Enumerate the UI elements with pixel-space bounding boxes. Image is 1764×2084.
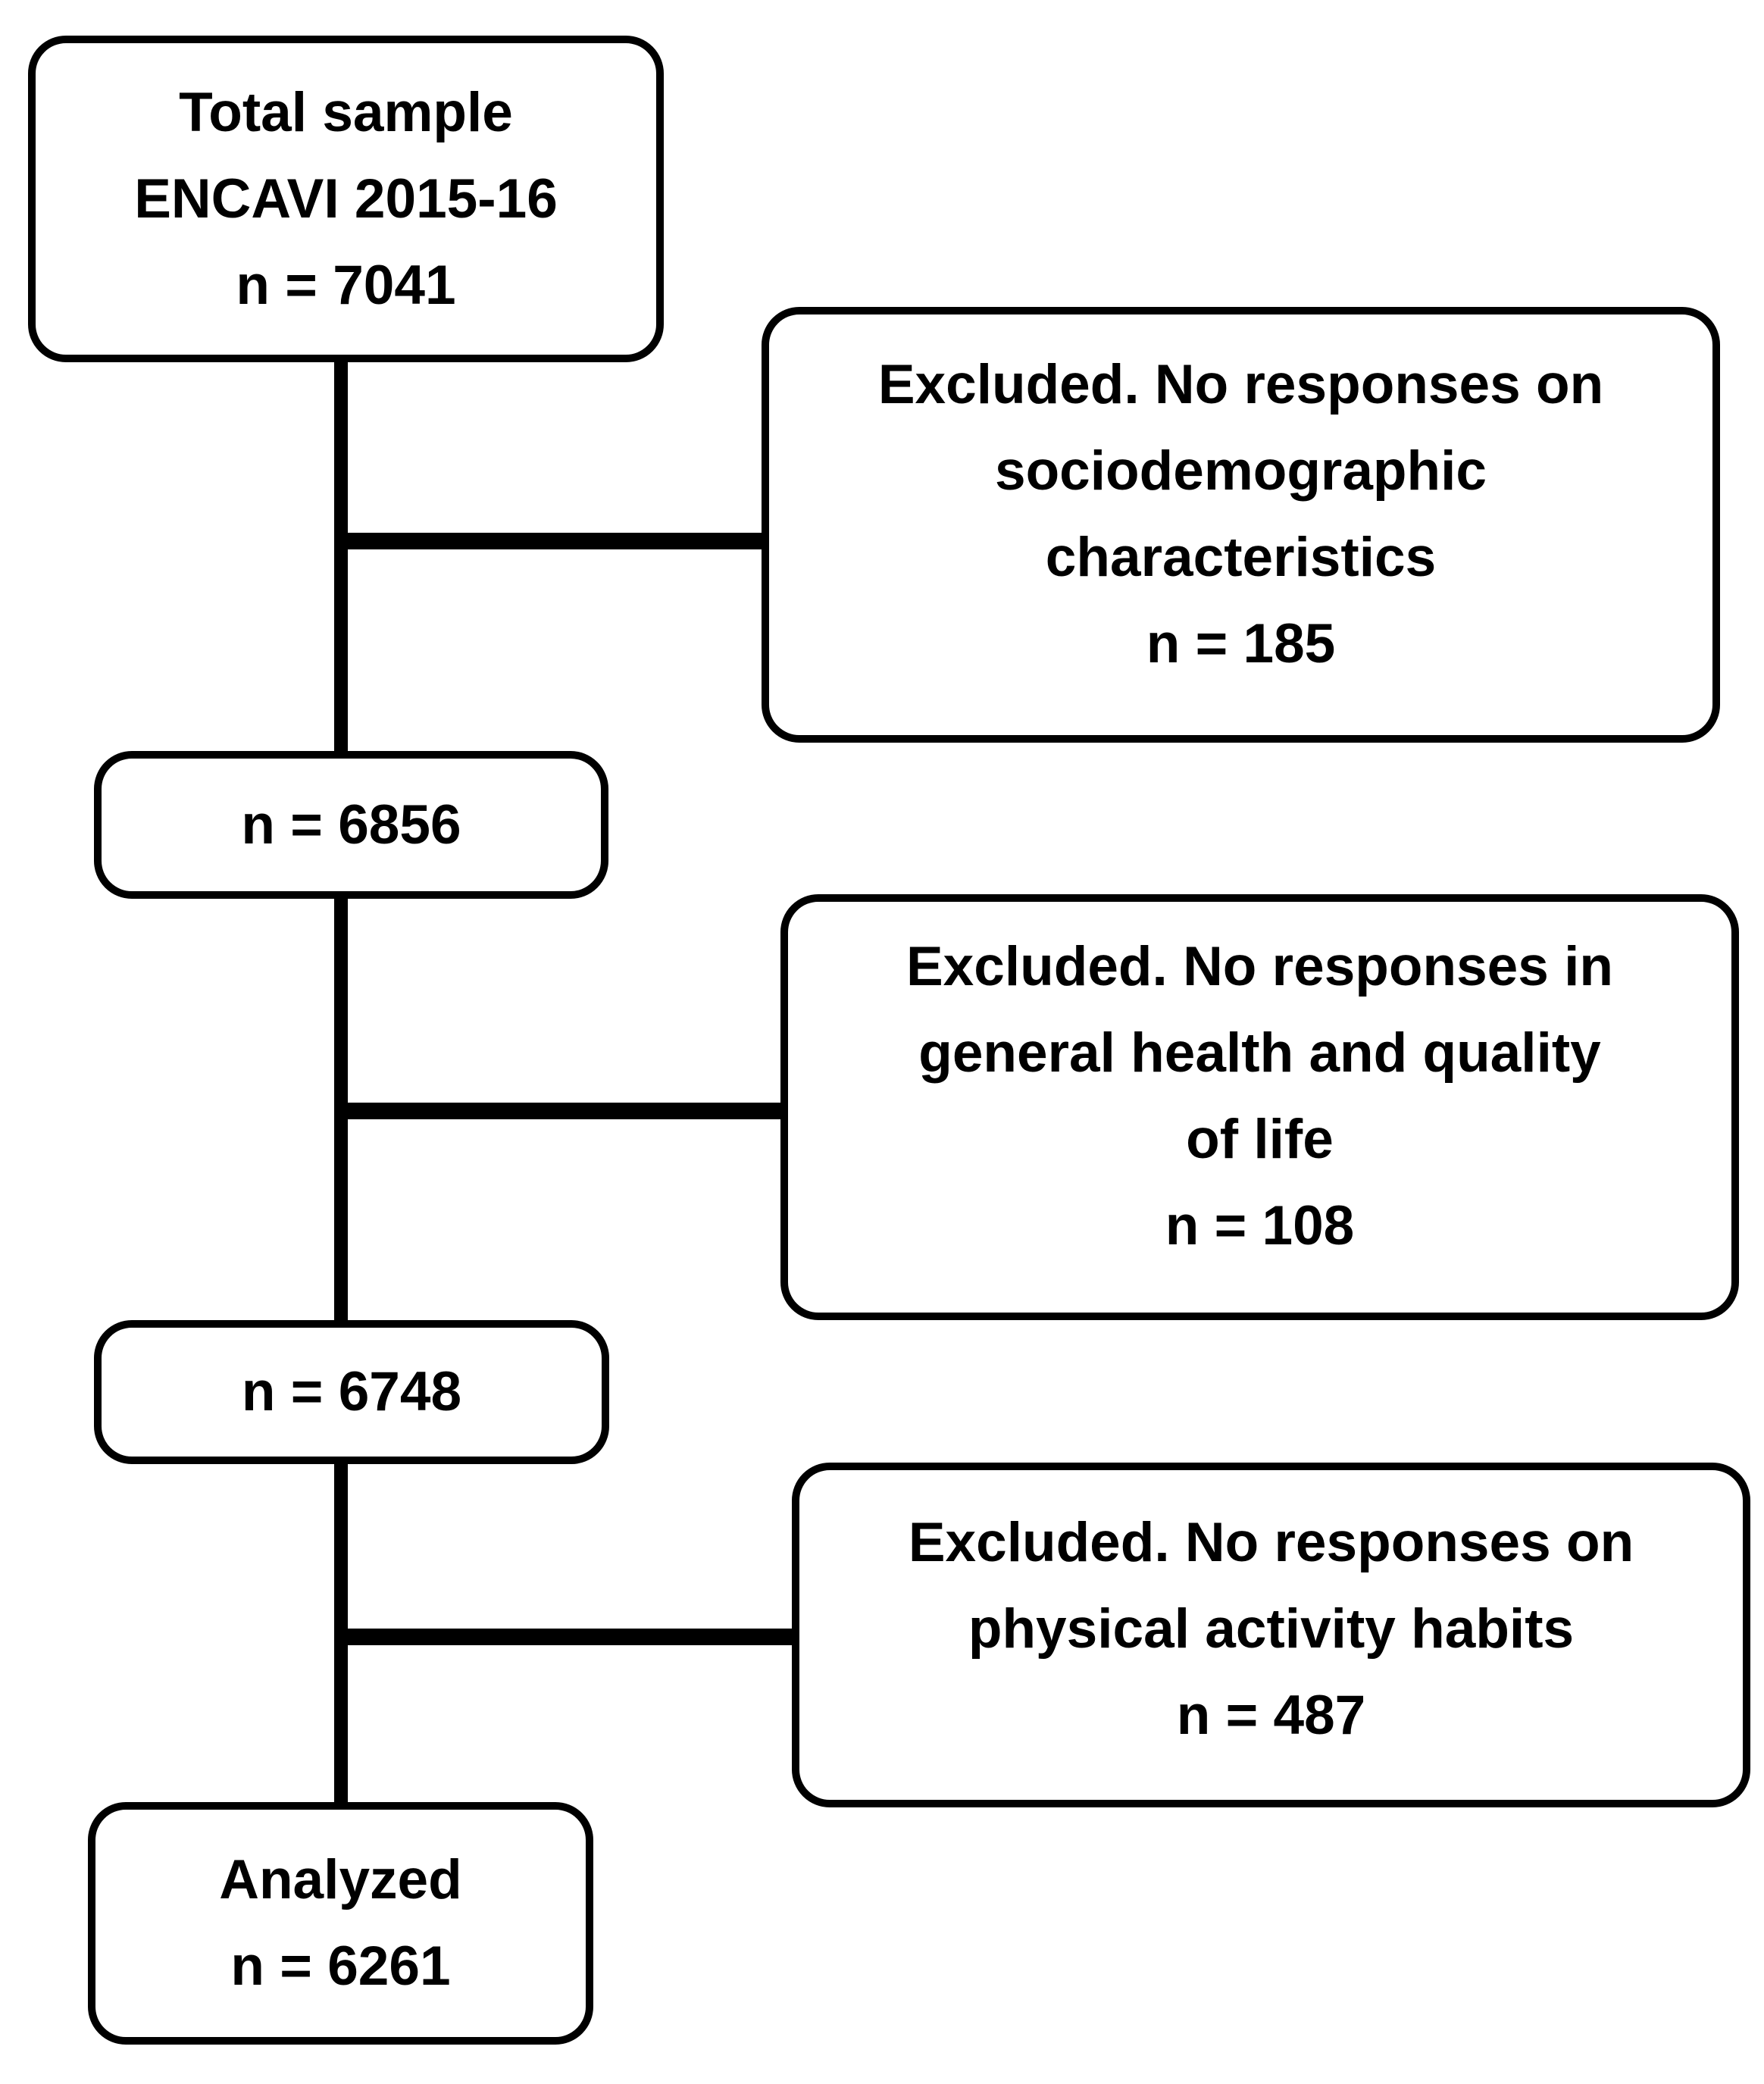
excluded-2-count: n = 108 — [1165, 1195, 1355, 1256]
total-sample-box: Total sample ENCAVI 2015-16 n = 7041 — [28, 36, 664, 362]
excluded-2-line-2: general health and quality — [918, 1022, 1601, 1084]
connector-horizontal-2 — [341, 1103, 788, 1119]
excluded-1-line-1: Excluded. No responses on — [877, 353, 1604, 415]
excluded-2-line-3: of life — [1186, 1109, 1334, 1170]
excluded-1-count: n = 185 — [1146, 612, 1336, 674]
excluded-1-line-2: sociodemographic — [994, 440, 1487, 502]
connector-vertical-1 — [334, 356, 348, 758]
analyzed-count: n = 6261 — [230, 1935, 451, 1997]
excluded-3-line-2: physical activity habits — [968, 1597, 1575, 1660]
connector-horizontal-1 — [341, 533, 769, 549]
excluded-3-line-1: Excluded. No responses on — [908, 1511, 1634, 1573]
sample-n6748-box: n = 6748 — [94, 1320, 609, 1464]
total-sample-line-1: Total sample — [179, 81, 513, 143]
analyzed-box: Analyzed n = 6261 — [88, 1802, 593, 2045]
sample-n6748-count: n = 6748 — [241, 1361, 462, 1422]
excluded-2-line-1: Excluded. No responses in — [905, 936, 1614, 997]
total-sample-line-3: n = 7041 — [236, 254, 456, 316]
excluded-general-health-box: Excluded. No responses in general health… — [780, 894, 1739, 1320]
sample-n6856-count: n = 6856 — [241, 793, 461, 856]
analyzed-label: Analyzed — [219, 1849, 462, 1910]
excluded-1-line-3: characteristics — [1045, 526, 1437, 588]
connector-horizontal-3 — [341, 1629, 799, 1645]
excluded-3-count: n = 487 — [1176, 1684, 1366, 1746]
sample-n6856-box: n = 6856 — [94, 751, 608, 899]
excluded-sociodemographic-box: Excluded. No responses on sociodemograph… — [762, 307, 1720, 743]
excluded-physical-activity-box: Excluded. No responses on physical activ… — [792, 1463, 1750, 1807]
total-sample-line-2: ENCAVI 2015-16 — [134, 167, 558, 230]
